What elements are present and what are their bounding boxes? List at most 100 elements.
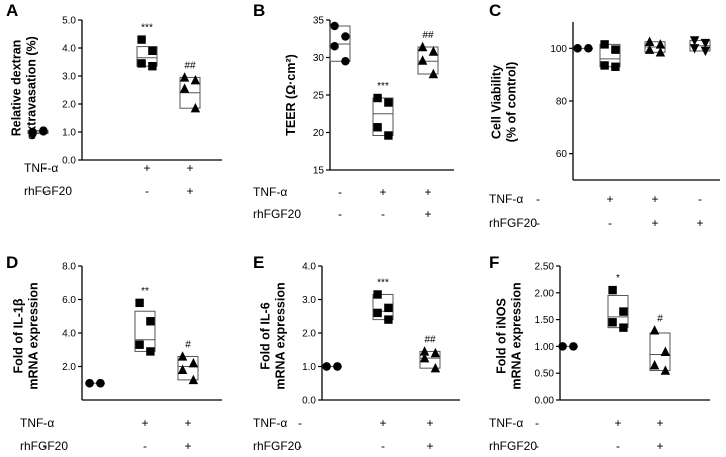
data-point bbox=[373, 308, 382, 318]
significance-label: *** bbox=[377, 277, 389, 288]
data-point bbox=[146, 347, 155, 356]
treatment-sign: - bbox=[43, 416, 47, 430]
group-2: * bbox=[607, 273, 629, 332]
treatment-sign: - bbox=[535, 439, 539, 453]
y-tick-label: 1.50 bbox=[535, 315, 555, 326]
y-tick-label: 6.0 bbox=[62, 295, 76, 306]
data-point bbox=[190, 103, 201, 113]
data-point bbox=[137, 35, 146, 44]
data-point bbox=[611, 45, 620, 54]
box bbox=[417, 46, 439, 75]
data-point bbox=[384, 315, 393, 324]
box bbox=[134, 310, 156, 352]
y-axis-label: mRNA expression bbox=[510, 282, 524, 389]
group-1 bbox=[322, 362, 342, 371]
y-tick-label: 25 bbox=[313, 91, 325, 102]
box bbox=[177, 355, 199, 381]
group-3 bbox=[644, 36, 666, 57]
significance-label: ** bbox=[141, 286, 149, 297]
data-point bbox=[619, 307, 628, 316]
data-point bbox=[179, 72, 190, 82]
y-axis-label: TEER (Ω·cm²) bbox=[284, 54, 298, 136]
y-tick-label: 0.0 bbox=[62, 156, 76, 167]
panel-letter: A bbox=[6, 1, 18, 20]
data-point bbox=[600, 61, 609, 70]
data-point bbox=[373, 93, 382, 103]
y-axis-label: extravasation (%) bbox=[25, 36, 39, 140]
data-point bbox=[608, 318, 617, 327]
treatment-label: TNF-α bbox=[24, 161, 58, 175]
treatment-label: rhFGF20 bbox=[24, 184, 72, 198]
data-point bbox=[179, 83, 190, 93]
box bbox=[372, 97, 394, 136]
treatment-sign: + bbox=[426, 439, 433, 453]
data-point bbox=[619, 323, 628, 332]
significance-label: # bbox=[185, 339, 191, 350]
data-point bbox=[660, 346, 671, 356]
treatment-sign: - bbox=[698, 192, 702, 206]
treatment-sign: + bbox=[184, 439, 191, 453]
treatment-sign: + bbox=[143, 161, 150, 175]
data-point bbox=[330, 42, 339, 51]
significance-label: *** bbox=[377, 81, 389, 92]
treatment-sign: + bbox=[141, 416, 148, 430]
y-tick-label: 15 bbox=[313, 166, 325, 177]
y-axis-label: Fold of iNOS bbox=[495, 298, 509, 374]
y-tick-label: 80 bbox=[556, 97, 568, 108]
data-point bbox=[146, 317, 155, 326]
data-point bbox=[135, 340, 144, 349]
group-2: *** bbox=[372, 81, 394, 140]
data-point bbox=[384, 303, 393, 313]
data-point bbox=[700, 38, 711, 49]
data-point bbox=[39, 127, 48, 136]
data-point bbox=[611, 62, 620, 71]
group-2 bbox=[599, 40, 621, 71]
data-point bbox=[700, 46, 711, 57]
box bbox=[136, 46, 158, 67]
y-tick-label: 30 bbox=[313, 53, 325, 64]
data-point bbox=[85, 379, 94, 388]
data-point bbox=[190, 75, 201, 85]
y-tick-label: 2.0 bbox=[62, 100, 76, 111]
data-point bbox=[689, 36, 700, 46]
treatment-label: rhFGF20 bbox=[489, 216, 537, 230]
treatment-sign: - bbox=[338, 185, 342, 199]
treatment-label: rhFGF20 bbox=[20, 439, 68, 453]
treatment-sign: - bbox=[608, 216, 612, 230]
group-1 bbox=[329, 21, 351, 66]
y-tick-label: 4.0 bbox=[62, 44, 76, 55]
treatment-label: TNF-α bbox=[20, 416, 54, 430]
treatment-sign: + bbox=[651, 216, 658, 230]
treatment-sign: - bbox=[381, 439, 385, 453]
group-3: # bbox=[177, 339, 199, 385]
treatment-sign: + bbox=[186, 161, 193, 175]
data-point bbox=[417, 41, 428, 52]
data-point bbox=[644, 36, 655, 46]
y-tick-label: 2.50 bbox=[535, 262, 555, 273]
treatment-sign: + bbox=[606, 192, 613, 206]
group-2: ** bbox=[134, 286, 156, 356]
data-point bbox=[96, 379, 105, 388]
y-tick-label: 4.0 bbox=[62, 329, 76, 340]
treatment-label: rhFGF20 bbox=[253, 207, 301, 221]
data-point bbox=[373, 290, 382, 299]
data-point bbox=[322, 362, 331, 371]
box bbox=[599, 43, 621, 68]
y-axis-label: Cell Viability bbox=[490, 65, 504, 139]
data-point bbox=[649, 325, 660, 335]
group-3: ## bbox=[417, 30, 439, 79]
data-point bbox=[569, 342, 578, 351]
treatment-sign: + bbox=[696, 216, 703, 230]
treatment-sign: + bbox=[184, 416, 191, 430]
y-tick-label: 60 bbox=[556, 149, 568, 160]
y-tick-label: 3.0 bbox=[302, 295, 316, 306]
y-axis-label: (% of control) bbox=[505, 62, 519, 143]
treatment-sign: - bbox=[145, 184, 149, 198]
group-1 bbox=[85, 379, 105, 388]
